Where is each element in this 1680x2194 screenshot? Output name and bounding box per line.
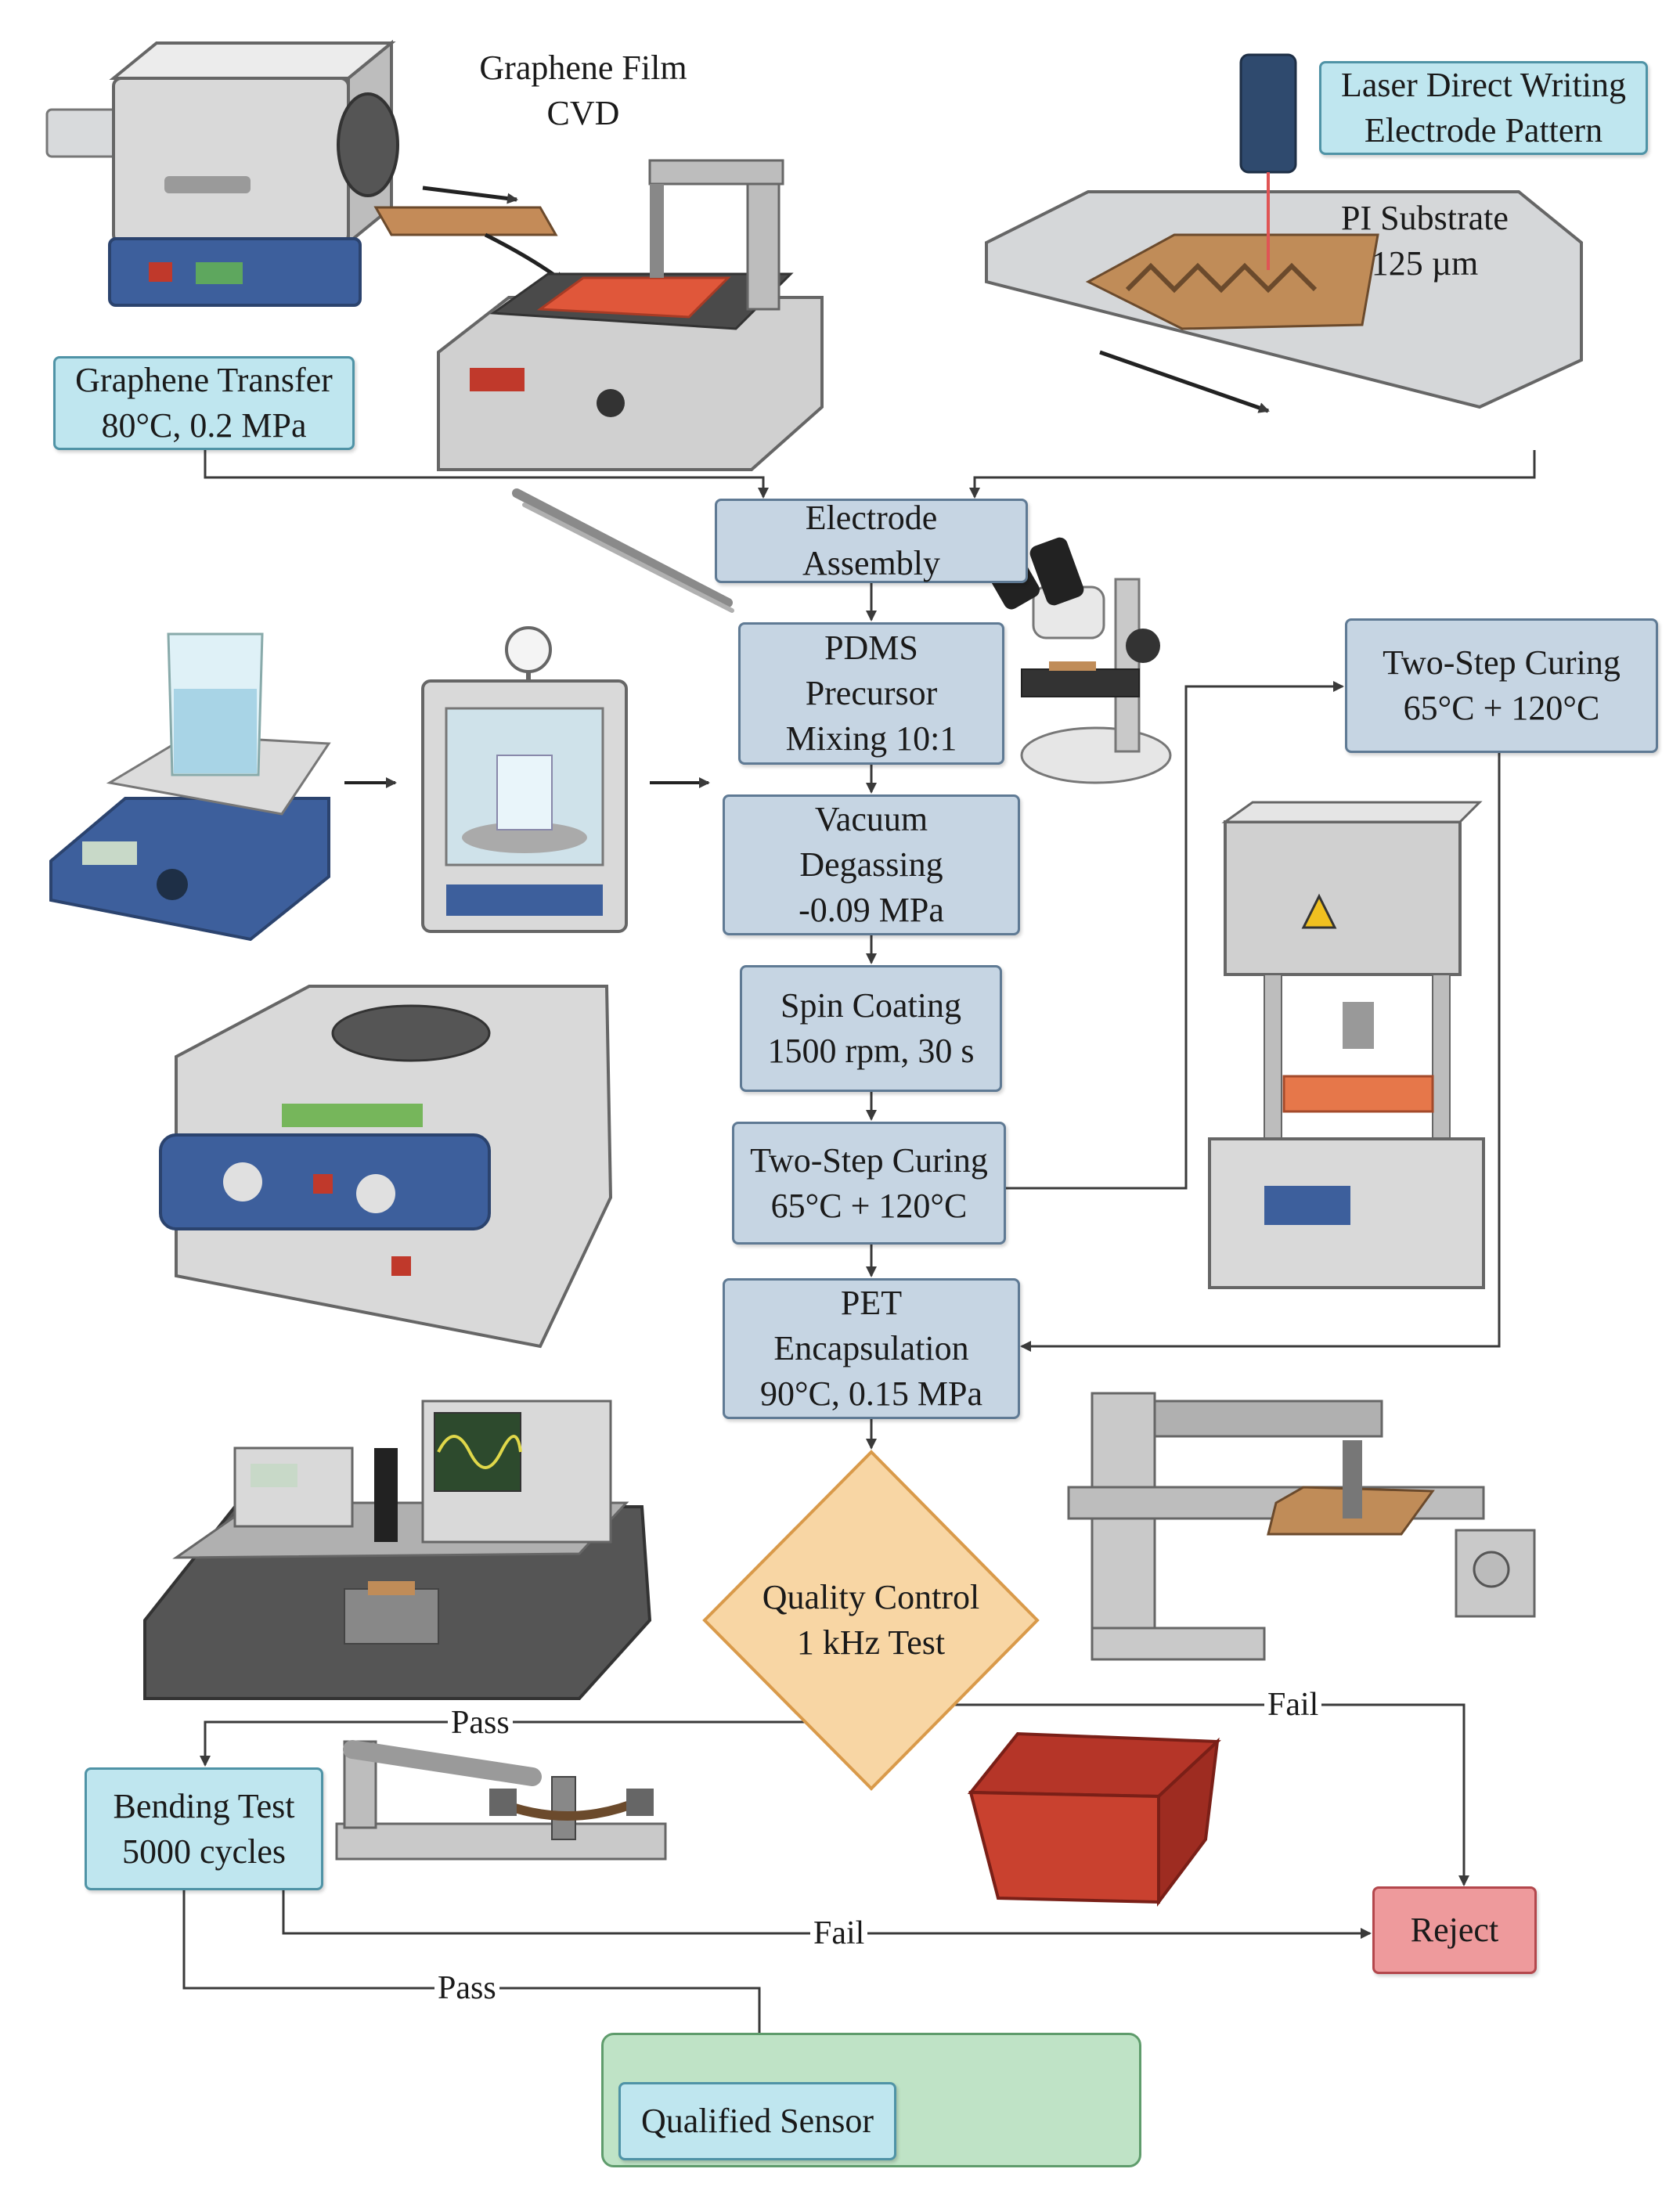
tweezers-illustration	[512, 488, 734, 613]
reject-box: Reject	[1372, 1886, 1537, 1974]
vacuum-chamber-illustration	[421, 626, 628, 933]
laser-writing-box: Laser Direct Writing Electrode Pattern	[1319, 61, 1648, 155]
laser-stage-illustration	[985, 53, 1583, 413]
pdms-mixing-box: PDMS Precursor Mixing 10:1	[738, 622, 1004, 765]
cvd-furnace-illustration	[45, 39, 558, 307]
quality-control-label: Quality Control 1 kHz Test	[762, 1578, 980, 1662]
flow-connectors	[182, 450, 1536, 2080]
graphene-transfer-box: Graphene Transfer 80°C, 0.2 MPa	[53, 356, 355, 450]
qc-fail-label: Fail	[1264, 1687, 1322, 1723]
bending-machine-illustration	[1067, 1392, 1536, 1661]
pi-substrate-label: PI Substrate 125 µm	[1341, 199, 1509, 283]
bend-fail-label: Fail	[810, 1915, 868, 1951]
bend-pass-label: Pass	[434, 1970, 499, 2006]
qc-pass-label: Pass	[448, 1705, 513, 1741]
spin-coater-illustration	[159, 985, 613, 1349]
electrode-assembly-box: Electrode Assembly	[715, 499, 1028, 583]
microscope-illustration	[980, 537, 1172, 784]
graphene-film-label: Graphene Film CVD	[479, 49, 687, 132]
pet-encapsulation-box: PET Encapsulation 90°C, 0.15 MPa	[723, 1278, 1020, 1419]
magnetic-stirrer-illustration	[49, 632, 331, 942]
electrical-test-illustration	[143, 1400, 652, 1700]
reject-bin-illustration	[967, 1731, 1221, 1907]
vacuum-degassing-box: Vacuum Degassing -0.09 MPa	[723, 794, 1020, 935]
spin-coating-box: Spin Coating 1500 rpm, 30 s	[740, 965, 1002, 1092]
qualified-sensor-box: Qualified Sensor	[618, 2082, 896, 2160]
hot-press-illustration	[437, 159, 824, 471]
bending-test-box: Bending Test 5000 cycles	[85, 1767, 323, 1890]
bending-fixture-illustration	[335, 1740, 667, 1861]
two-step-curing-box: Two-Step Curing 65°C + 120°C	[732, 1122, 1006, 1245]
quality-control-decision	[702, 1450, 1040, 1791]
transfer-arrow-1	[422, 186, 518, 204]
curing-press-illustration	[1208, 801, 1485, 1289]
two-step-curing-side-box: Two-Step Curing 65°C + 120°C	[1345, 618, 1658, 753]
